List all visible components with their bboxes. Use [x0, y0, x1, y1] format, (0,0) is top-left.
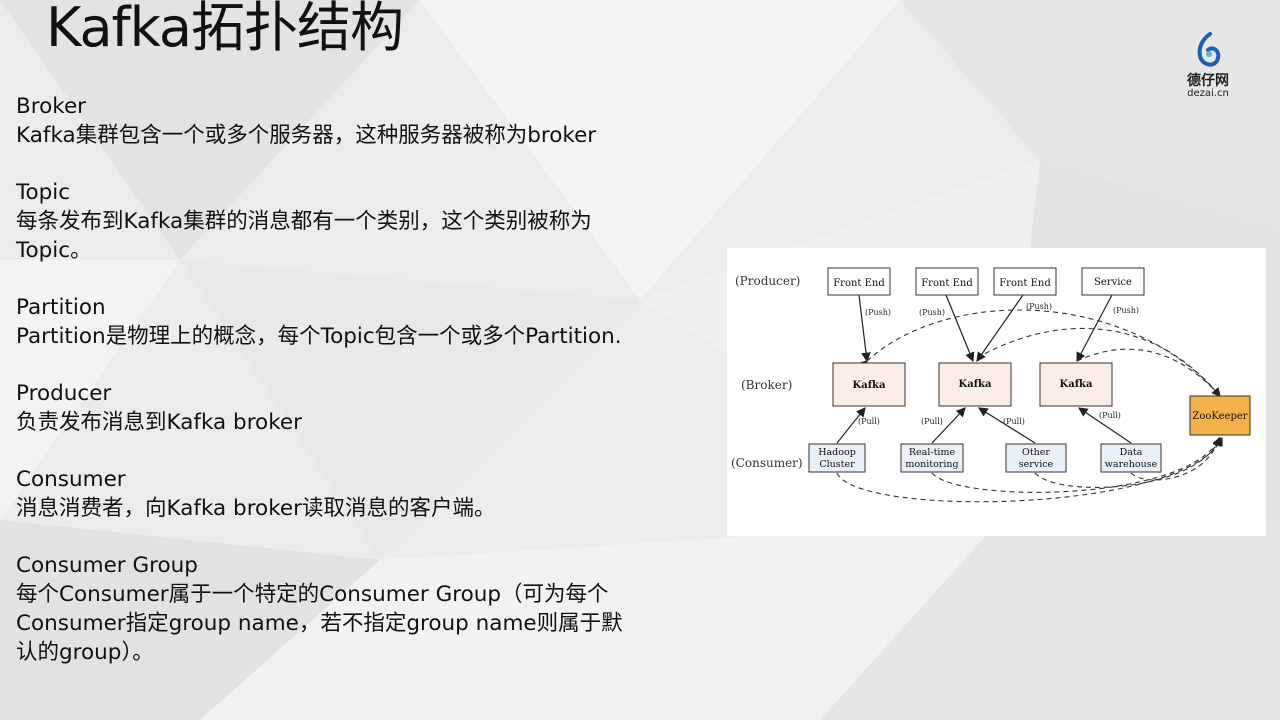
consumer-label: warehouse [1105, 459, 1158, 470]
consumer-box [1100, 443, 1162, 473]
producer-label: Front End [999, 278, 1051, 289]
slide-title: Kafka拓扑结构 [46, 0, 404, 59]
consumer-label: monitoring [905, 459, 958, 470]
pull-label: (Pull) [858, 417, 880, 426]
consumer-label: Real-time [909, 447, 956, 458]
section-heading: Partition [16, 295, 106, 320]
consumer-box [900, 443, 964, 473]
logo: 德仔网 dezai.cn [1180, 32, 1236, 102]
section-body: 每个Consumer属于一个特定的Consumer Group（可为每个 Con… [16, 582, 623, 665]
consumer-label: Data [1120, 447, 1143, 458]
logo-text-en: dezai.cn [1187, 88, 1229, 99]
kafka-topology-diagram: (Producer) (Broker) (Consumer) (Push) (P… [727, 248, 1266, 536]
row-label-broker: (Broker) [741, 378, 792, 392]
zookeeper-connections [836, 309, 1223, 503]
data-flow-arrows [836, 294, 1132, 444]
push-label: (Push) [1113, 306, 1139, 315]
consumer-label: Hadoop [818, 447, 856, 458]
section-heading: Broker [16, 94, 87, 119]
consumer-label: Cluster [819, 459, 855, 470]
section-body: 消息消费者，向Kafka broker读取消息的客户端。 [16, 496, 496, 521]
section-heading: Consumer Group [16, 553, 198, 578]
broker-label: Kafka [959, 379, 992, 390]
section-broker: Broker Kafka集群包含一个或多个服务器，这种服务器被称为broker [16, 92, 706, 150]
consumer-label: service [1019, 459, 1054, 470]
consumer-label: Other [1022, 447, 1050, 458]
row-label-consumer: (Consumer) [731, 456, 803, 470]
section-body: 每条发布到Kafka集群的消息都有一个类别，这个类别被称为 Topic。 [16, 209, 592, 263]
section-consumer-group: Consumer Group 每个Consumer属于一个特定的Consumer… [16, 551, 706, 667]
section-heading: Topic [16, 180, 71, 205]
definition-list: Broker Kafka集群包含一个或多个服务器，这种服务器被称为broker … [16, 92, 706, 695]
section-heading: Producer [16, 381, 112, 406]
section-heading: Consumer [16, 467, 126, 492]
push-label: (Push) [865, 308, 891, 317]
producer-box [827, 267, 891, 296]
section-consumer: Consumer 消息消费者，向Kafka broker读取消息的客户端。 [16, 465, 706, 523]
consumer-box [808, 443, 866, 473]
section-body: Partition是物理上的概念，每个Topic包含一个或多个Partition… [16, 324, 622, 349]
logo-icon [1197, 32, 1221, 67]
push-label: (Push) [1026, 302, 1052, 311]
pull-label: (Pull) [1003, 417, 1025, 426]
row-label-producer: (Producer) [735, 274, 800, 288]
broker-label: Kafka [853, 380, 886, 391]
push-label: (Push) [919, 308, 945, 317]
producer-box [993, 267, 1057, 296]
section-body: Kafka集群包含一个或多个服务器，这种服务器被称为broker [16, 123, 597, 148]
broker-box [1039, 362, 1113, 407]
section-topic: Topic 每条发布到Kafka集群的消息都有一个类别，这个类别被称为 Topi… [16, 178, 706, 265]
section-producer: Producer 负责发布消息到Kafka broker [16, 379, 706, 437]
producer-box [1081, 267, 1145, 296]
producer-label: Front End [833, 278, 885, 289]
diagram-canvas: (Producer) (Broker) (Consumer) (Push) (P… [731, 267, 1251, 503]
section-body: 负责发布消息到Kafka broker [16, 410, 302, 435]
producer-label: Front End [921, 278, 973, 289]
broker-label: Kafka [1060, 379, 1093, 390]
consumer-box [1005, 443, 1067, 473]
pull-label: (Pull) [1099, 411, 1121, 420]
section-partition: Partition Partition是物理上的概念，每个Topic包含一个或多… [16, 293, 706, 351]
producer-box [915, 267, 979, 296]
logo-text-cn: 德仔网 [1187, 73, 1229, 89]
broker-box [832, 362, 906, 407]
broker-box [938, 362, 1012, 407]
pull-label: (Pull) [921, 417, 943, 426]
producer-label: Service [1094, 277, 1132, 288]
zookeeper-label: ZooKeeper [1192, 411, 1247, 422]
zookeeper-box [1189, 395, 1251, 436]
